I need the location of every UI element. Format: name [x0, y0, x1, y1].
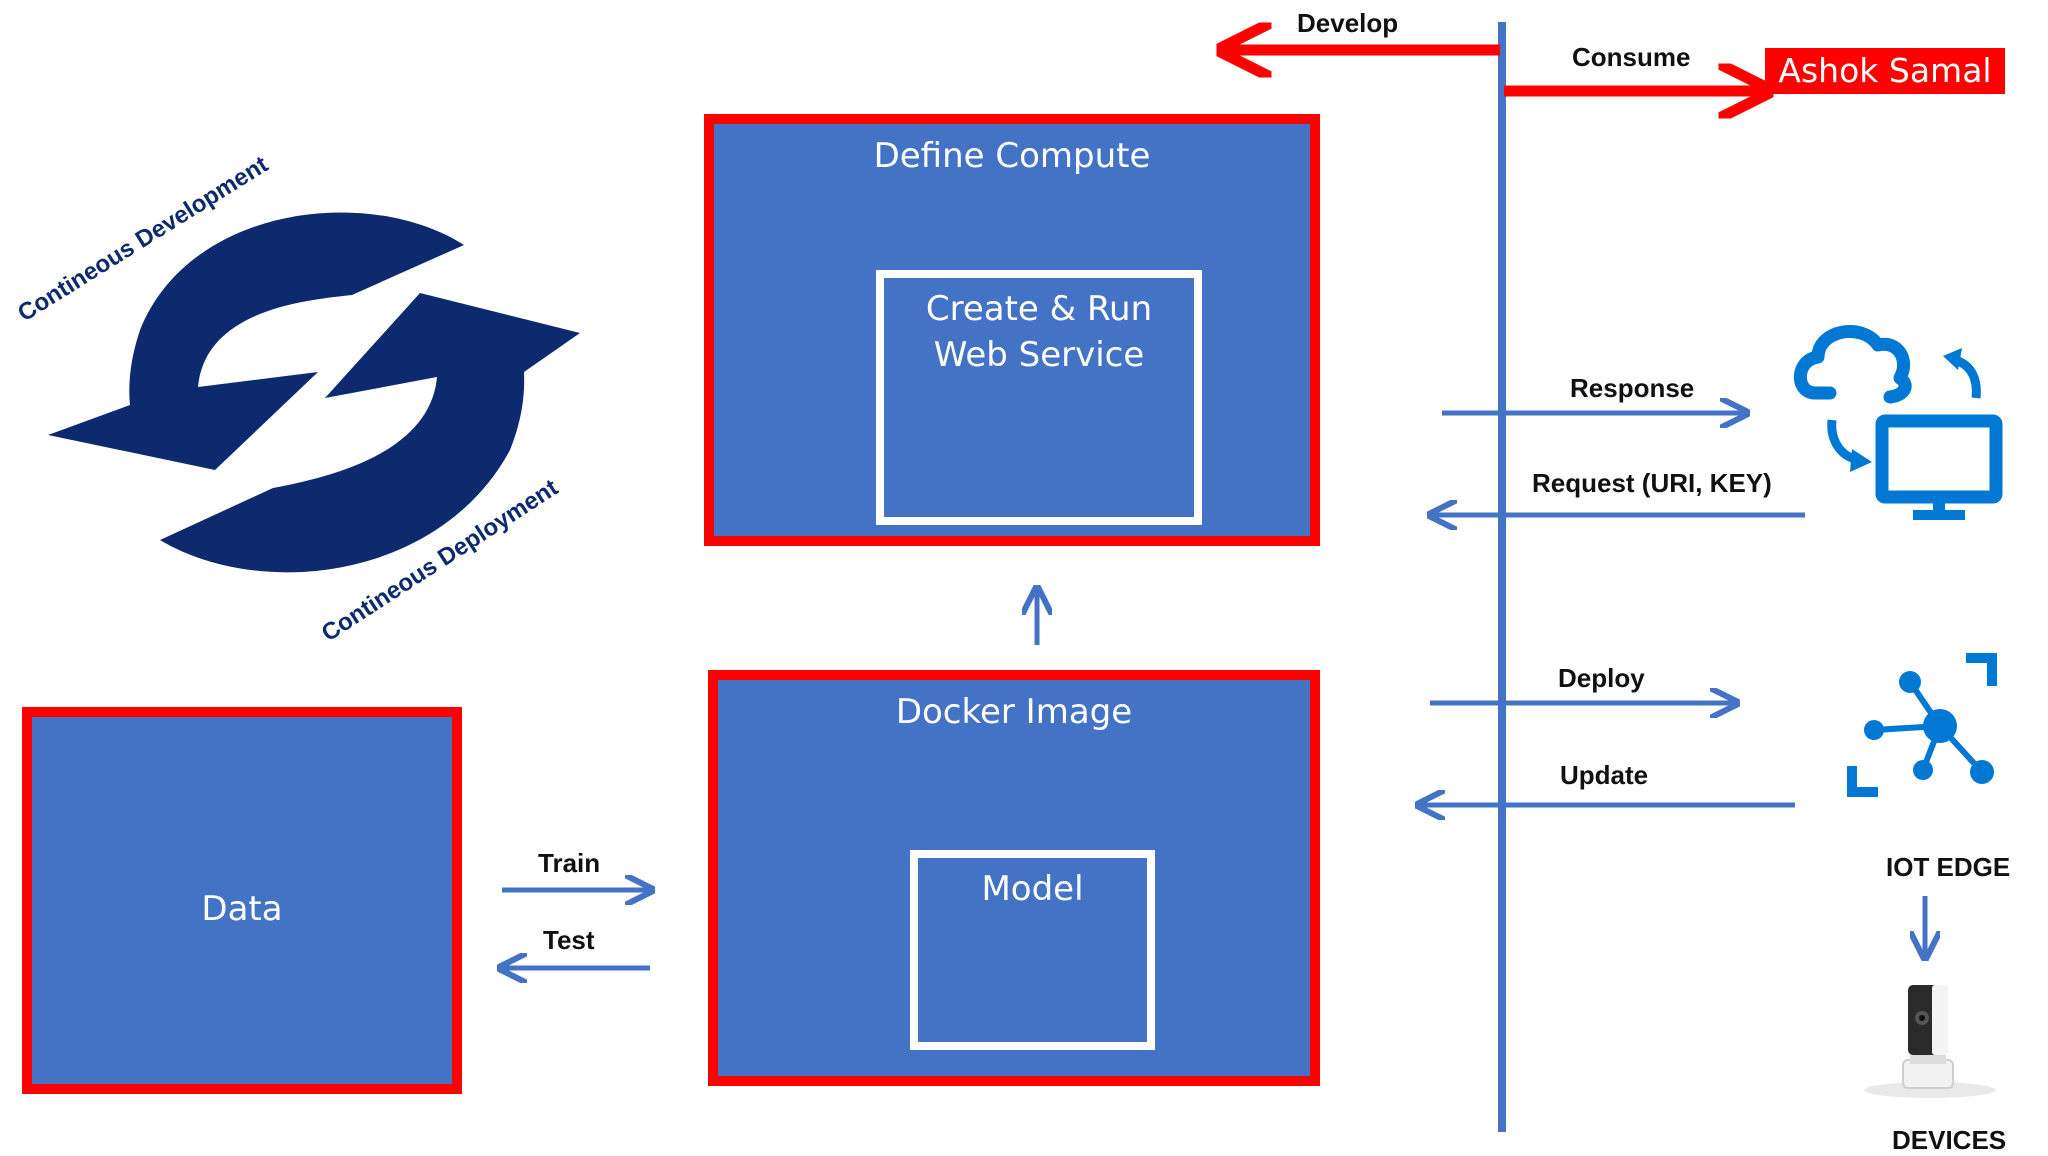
define-compute-box: Define Compute Create & Run Web Service — [704, 114, 1320, 546]
author-badge: Ashok Samal — [1765, 48, 2005, 94]
iot-edge-label: IOT EDGE — [1886, 852, 2011, 882]
docker-image-title: Docker Image — [895, 692, 1133, 732]
web-service-line1: Create & Run — [925, 289, 1153, 329]
model-title: Model — [981, 869, 1084, 909]
deploy-label: Deploy — [1558, 663, 1645, 693]
camera-device-icon — [1864, 985, 1996, 1098]
consume-label: Consume — [1572, 42, 1691, 72]
cloud-sync-computer-icon — [1793, 325, 2003, 520]
web-service-line2: Web Service — [933, 335, 1145, 375]
define-compute-title: Define Compute — [873, 136, 1151, 176]
response-label: Response — [1570, 373, 1695, 403]
web-service-box: Create & Run Web Service — [876, 270, 1202, 525]
data-label: Data — [201, 889, 283, 929]
devices-label: DEVICES — [1892, 1125, 2007, 1155]
test-label: Test — [543, 925, 595, 955]
develop-label: Develop — [1297, 8, 1399, 38]
iot-hub-icon — [1847, 653, 1997, 797]
sync-arrows-icon — [48, 212, 580, 573]
data-box: Data — [22, 707, 462, 1094]
train-label: Train — [538, 848, 601, 878]
model-box: Model — [910, 850, 1155, 1050]
update-label: Update — [1560, 760, 1649, 790]
docker-image-box: Docker Image Model — [708, 670, 1320, 1086]
request-label: Request (URI, KEY) — [1532, 468, 1772, 498]
